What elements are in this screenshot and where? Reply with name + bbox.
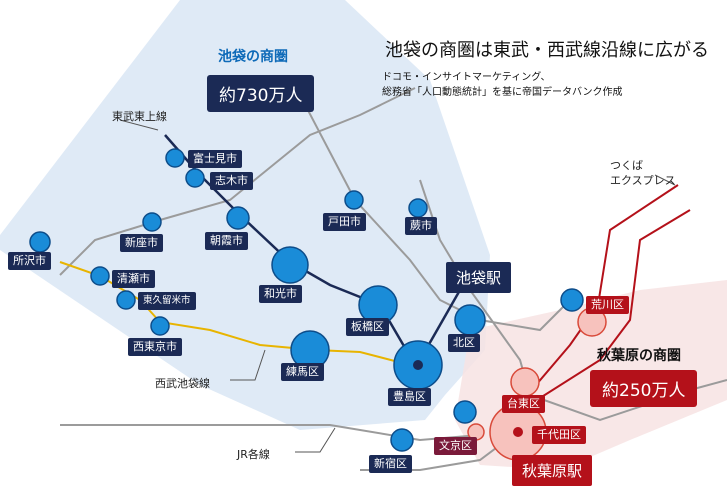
station-dot-asaka — [226, 206, 250, 230]
akihabara-center-dot — [513, 427, 523, 437]
place-label-nishitokyo: 西東京市 — [128, 338, 182, 356]
station-dot-kiyose — [90, 266, 110, 286]
station-dot-nishitokyo — [150, 316, 170, 336]
station-dot-kita — [454, 304, 486, 336]
akihabara-area-population: 約250万人 — [590, 370, 698, 407]
akihabara-area-heading: 秋葉原の商圏 — [597, 348, 681, 364]
ikebukuro-area-heading: 池袋の商圏 — [218, 49, 288, 65]
place-label-chiyoda: 千代田区 — [532, 426, 586, 444]
jr-line-label: JR各線 — [237, 448, 270, 461]
akihabara-station-label: 秋葉原駅 — [512, 455, 593, 486]
place-label-warabi: 蕨市 — [405, 217, 437, 235]
station-dot-higashikurume — [116, 290, 136, 310]
place-label-higashikurume: 東久留米市 — [138, 292, 196, 310]
station-dot-toda — [344, 190, 364, 210]
station-dot-bunkyo-blue — [453, 400, 477, 424]
place-label-tokorozawa: 所沢市 — [8, 252, 51, 270]
station-dot-warabi — [408, 198, 428, 218]
place-label-niiza: 新座市 — [120, 234, 163, 252]
place-label-bunkyo: 文京区 — [434, 437, 477, 455]
ikebukuro-center-dot — [413, 360, 423, 370]
source-note: ドコモ・インサイトマーケティング、 総務省「人口動態統計」を基に帝国データバンク… — [382, 70, 623, 100]
source-line-2: 総務省「人口動態統計」を基に帝国データバンク作成 — [382, 87, 623, 98]
map-title: 池袋の商圏は東武・西武線沿線に広がる — [385, 40, 709, 61]
tsukuba-express-label: つくば エクスプレス — [610, 159, 676, 187]
place-label-wako: 和光市 — [259, 285, 302, 303]
ikebukuro-area-population: 約730万人 — [207, 75, 315, 112]
station-dot-wako — [271, 246, 309, 284]
station-dot-niiza — [142, 212, 162, 232]
tobu-tojo-line-label: 東武東上線 — [112, 110, 167, 123]
place-label-fujimi: 富士見市 — [188, 150, 242, 168]
place-label-taito: 台東区 — [502, 395, 545, 413]
place-label-nerima: 練馬区 — [281, 363, 324, 381]
place-label-itabashi: 板橋区 — [346, 318, 389, 336]
source-line-1: ドコモ・インサイトマーケティング、 — [382, 72, 551, 83]
place-label-shiki: 志木市 — [210, 172, 253, 190]
place-label-shinjuku: 新宿区 — [369, 455, 412, 473]
place-label-kita: 北区 — [448, 334, 480, 352]
station-dot-tokorozawa — [29, 231, 51, 253]
station-dot-shinjuku — [390, 428, 414, 452]
ikebukuro-station-label: 池袋駅 — [446, 262, 512, 293]
station-dot-shiki — [185, 168, 205, 188]
station-dot-taito — [510, 367, 540, 397]
station-dot-arakawa-blue — [560, 288, 584, 312]
place-label-asaka: 朝霞市 — [205, 232, 248, 250]
place-label-toda: 戸田市 — [323, 213, 366, 231]
place-label-toshima: 豊島区 — [388, 388, 431, 406]
seibu-ikebukuro-line-label: 西武池袋線 — [155, 377, 210, 390]
station-dot-fujimi — [165, 148, 185, 168]
place-label-kiyose: 清瀬市 — [112, 270, 155, 288]
place-label-arakawa: 荒川区 — [586, 296, 629, 314]
